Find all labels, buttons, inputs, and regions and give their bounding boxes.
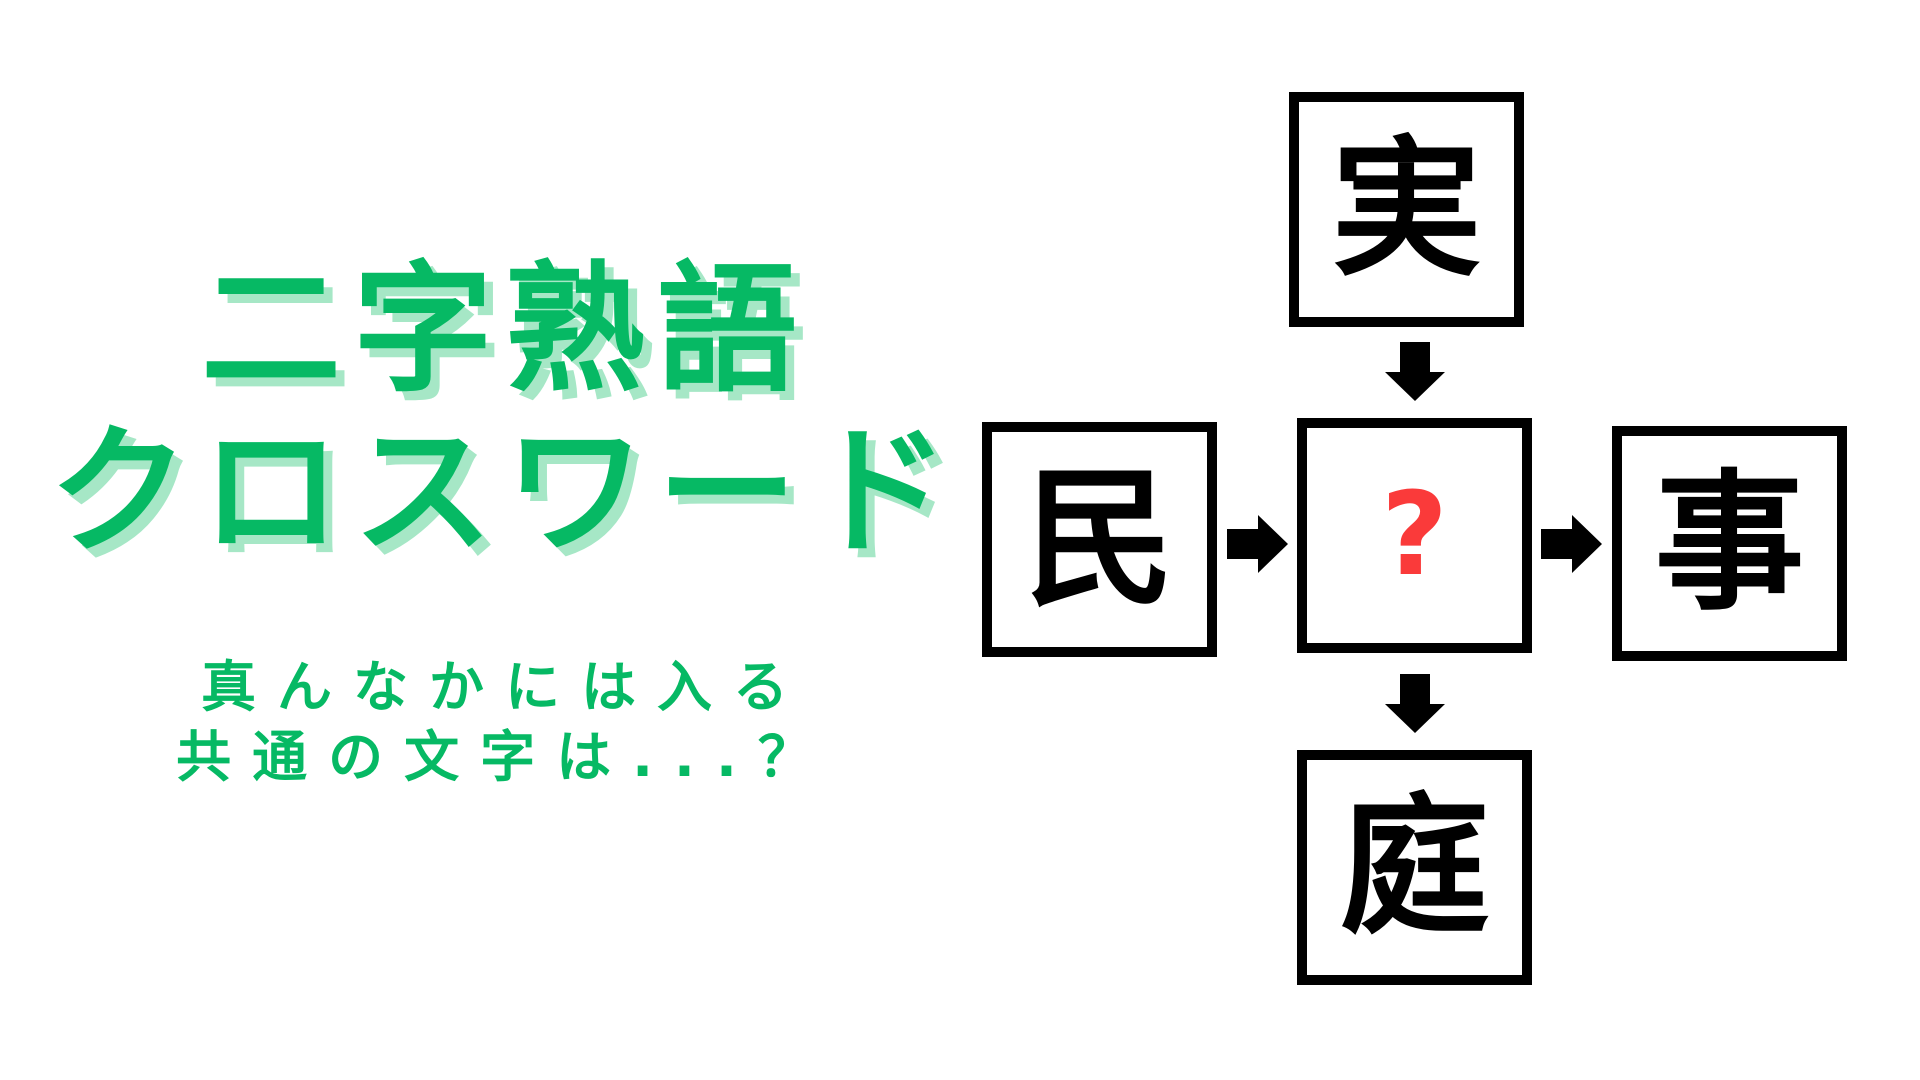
title-line-2: クロスワード [48,411,961,574]
arrow-shaft [1541,529,1572,559]
question-mark: ? [1381,468,1448,602]
arrow-shaft [1400,674,1430,704]
arrow-head [1258,515,1288,573]
puzzle-cell-right: 事 [1612,426,1847,661]
title-line-1: 二字熟語 [200,249,809,412]
kanji-right: 事 [1654,456,1805,631]
kanji-left: 民 [1024,452,1175,627]
arrow-head [1385,372,1445,401]
page-title: 二字熟語 クロスワード [40,250,970,574]
arrow-head [1385,704,1445,733]
puzzle-question-text: 真んなかには入る 共通の文字は...？ [40,652,970,792]
arrow-shaft [1400,342,1430,372]
arrow-shaft [1227,529,1258,559]
arrow-head [1572,515,1602,573]
arrow-right-icon [1227,515,1288,573]
puzzle-cell-center: ? [1297,418,1532,653]
kanji-top: 実 [1331,122,1482,297]
puzzle-cell-bottom: 庭 [1297,750,1532,985]
arrow-right-icon [1541,515,1602,573]
subtitle-line-2: 共通の文字は...？ [176,725,834,789]
arrow-down-icon [1385,674,1445,733]
kanji-bottom: 庭 [1339,780,1490,955]
arrow-down-icon [1385,342,1445,401]
puzzle-cell-left: 民 [982,422,1217,657]
subtitle-line-1: 真んなかには入る [200,655,809,719]
puzzle-cell-top: 実 [1289,92,1524,327]
